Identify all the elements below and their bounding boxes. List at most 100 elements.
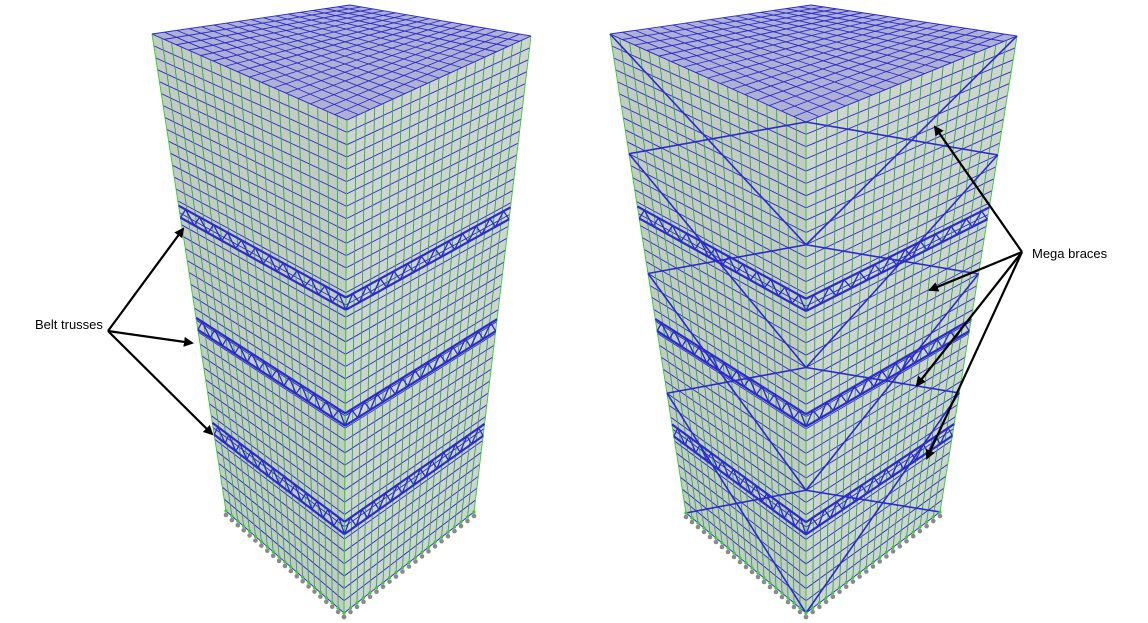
base-node	[295, 570, 299, 574]
grid-line	[658, 55, 717, 539]
support-node	[779, 594, 785, 600]
roof-beam	[346, 35, 532, 121]
mega-brace	[805, 121, 998, 156]
grid-line	[892, 66, 944, 548]
support-node	[773, 589, 779, 595]
belt-truss	[195, 316, 498, 427]
base-node	[768, 581, 772, 585]
mega-brace	[609, 33, 807, 246]
support-node	[335, 609, 341, 615]
base-node	[702, 526, 706, 530]
base-node	[931, 515, 935, 519]
support-node	[229, 517, 235, 523]
grid-line	[872, 78, 912, 563]
grid-line	[447, 52, 495, 533]
grid-line	[796, 117, 801, 609]
mega-brace	[805, 366, 960, 394]
base-node	[824, 596, 828, 600]
mega-brace	[685, 489, 807, 514]
mega-brace	[647, 273, 807, 491]
base-node	[720, 541, 724, 545]
base-node	[878, 555, 882, 560]
grid-line	[395, 86, 421, 573]
grid-line	[369, 103, 384, 593]
support-node	[737, 559, 743, 565]
belt-truss	[178, 204, 512, 311]
base-node	[714, 536, 718, 540]
support-node	[761, 579, 767, 585]
support-node	[857, 574, 862, 579]
grid-line	[678, 64, 729, 549]
grid-line	[668, 60, 723, 544]
roof-grid	[609, 4, 1018, 123]
truss-chord	[654, 318, 807, 416]
base-node	[858, 571, 862, 575]
base-node	[368, 591, 372, 595]
support-node	[387, 579, 392, 584]
support-node	[837, 589, 842, 595]
base-node	[925, 520, 929, 524]
belt-truss	[636, 205, 990, 313]
grid-line	[649, 51, 711, 534]
base-node	[744, 561, 748, 565]
base-node	[271, 550, 275, 554]
mega-brace	[805, 243, 979, 275]
base-node	[864, 565, 868, 570]
support-node	[830, 594, 836, 600]
support-node	[312, 589, 317, 594]
truss-chord	[805, 318, 972, 416]
column	[151, 33, 227, 512]
truss-chord	[344, 330, 497, 427]
support-node	[270, 553, 276, 559]
roof-beam	[773, 9, 978, 53]
column	[473, 35, 532, 513]
grid-line	[846, 96, 870, 583]
support-node	[341, 614, 347, 620]
grid-line	[376, 98, 394, 588]
grid-line	[171, 42, 238, 522]
belt-truss	[654, 318, 972, 428]
truss-chord	[213, 433, 346, 535]
base-node	[342, 611, 346, 615]
base-node	[762, 576, 766, 580]
base-node	[420, 550, 424, 555]
roof-beam	[250, 19, 440, 79]
roof-beam	[744, 25, 953, 95]
base-node	[684, 511, 688, 515]
mega-brace	[628, 153, 807, 369]
base-node	[407, 560, 411, 565]
column	[343, 119, 348, 614]
base-node	[413, 555, 418, 560]
support-node	[413, 559, 418, 564]
base-node	[277, 555, 281, 559]
grid-line	[434, 61, 476, 543]
grid-line	[717, 82, 753, 569]
support-node	[713, 539, 719, 545]
support-node	[785, 599, 791, 605]
belt-truss	[211, 421, 486, 536]
roof-beam	[732, 23, 940, 90]
grid-line	[776, 108, 789, 599]
base-node	[911, 530, 915, 534]
base-node	[289, 565, 293, 569]
base-node	[318, 591, 322, 595]
support-node	[374, 589, 379, 595]
mega-brace	[666, 366, 807, 395]
grid-line	[933, 40, 1007, 518]
base-node	[690, 516, 694, 520]
support-node	[843, 584, 849, 589]
base-node	[307, 580, 311, 585]
truss-chord	[345, 206, 512, 299]
grid-line	[766, 104, 783, 594]
base-node	[831, 591, 835, 595]
base-node	[301, 575, 305, 579]
support-node	[348, 609, 353, 615]
base-node	[786, 596, 790, 600]
support-node	[767, 584, 773, 590]
base-node	[708, 531, 712, 535]
grid-line	[210, 59, 262, 542]
truss-chord	[638, 217, 807, 312]
truss-chord	[197, 328, 346, 427]
grid-line	[747, 95, 771, 584]
